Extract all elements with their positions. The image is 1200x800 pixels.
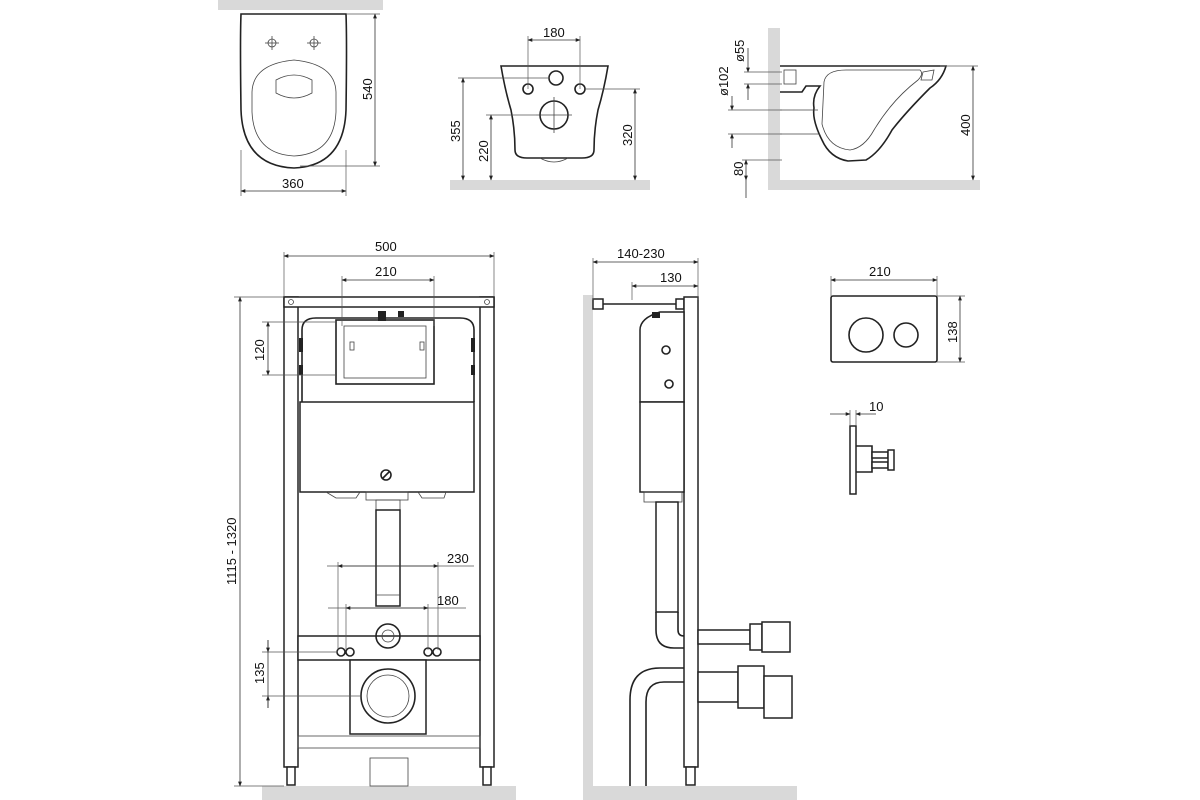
flush-plate-side: 10 bbox=[830, 399, 895, 495]
plate-width-label: 210 bbox=[869, 264, 891, 279]
bolt-spacing-label: 180 bbox=[543, 25, 565, 40]
flush-button-large-icon bbox=[848, 317, 884, 353]
frame-side-view: 140-230 130 bbox=[583, 246, 797, 800]
diameter-55-label: ø55 bbox=[732, 40, 747, 62]
cistern-opening-label: 210 bbox=[375, 264, 397, 279]
inlet-height-label: 220 bbox=[476, 140, 491, 162]
depth-range-label: 140-230 bbox=[617, 246, 665, 261]
frame-front-view: 500 210 120 1115 - 1320 230 180 135 bbox=[224, 239, 516, 800]
diameter-102-label: ø102 bbox=[716, 66, 731, 96]
plate-thickness-label: 10 bbox=[869, 399, 883, 414]
water-spacing-label: 230 bbox=[447, 551, 469, 566]
tap-hole-right-icon bbox=[307, 36, 321, 50]
side-height-label: 400 bbox=[958, 114, 973, 136]
bottom-height-label: 80 bbox=[731, 162, 746, 176]
tap-hole-left-icon bbox=[265, 36, 279, 50]
front-height-left-label: 355 bbox=[448, 120, 463, 142]
bowl-side-view: ø55 ø102 80 400 bbox=[716, 28, 980, 198]
flush-button-small-icon bbox=[893, 322, 919, 348]
flush-plate-front: 210 138 bbox=[830, 264, 965, 363]
opening-height-label: 120 bbox=[252, 339, 267, 361]
depth-label: 130 bbox=[660, 270, 682, 285]
bowl-top-view: 360 540 bbox=[218, 0, 383, 196]
drain-height-label: 135 bbox=[252, 662, 267, 684]
bowl-length-label: 540 bbox=[360, 78, 375, 100]
bowl-width-label: 360 bbox=[282, 176, 304, 191]
frame-bolt-spacing-label: 180 bbox=[437, 593, 459, 608]
bowl-front-view: 180 355 220 320 bbox=[448, 25, 650, 190]
plate-height-label: 138 bbox=[945, 321, 960, 343]
front-height-right-label: 320 bbox=[620, 124, 635, 146]
frame-height-label: 1115 - 1320 bbox=[224, 518, 239, 585]
frame-width-label: 500 bbox=[375, 239, 397, 254]
